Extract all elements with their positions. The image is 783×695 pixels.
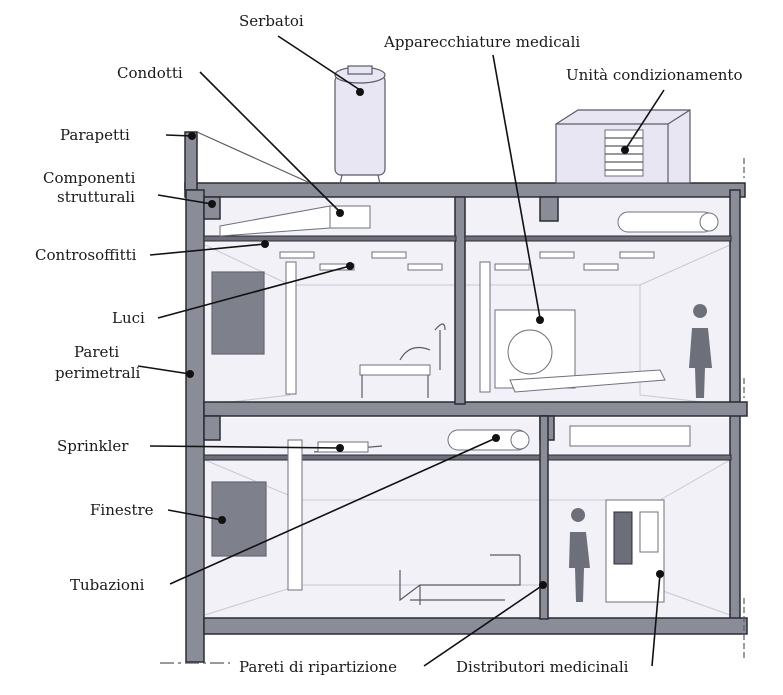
labels: Serbatoi Apparecchiature medicali Condot…	[35, 12, 742, 676]
label-sprinkler: Sprinkler	[57, 437, 129, 455]
building-illustration	[160, 65, 748, 664]
label-unita-condizionamento: Unità condizionamento	[566, 66, 742, 84]
label-condotti: Condotti	[117, 64, 183, 82]
label-pareti-line1: Pareti	[74, 343, 119, 361]
label-parapetti: Parapetti	[60, 126, 130, 144]
label-finestre: Finestre	[90, 501, 154, 519]
label-componenti-line2: strutturali	[57, 188, 135, 206]
label-tubazioni: Tubazioni	[70, 576, 145, 594]
label-componenti-line1: Componenti	[43, 169, 136, 187]
label-pareti-di-ripartizione: Pareti di ripartizione	[239, 658, 397, 676]
label-distributori-medicinali: Distributori medicinali	[456, 658, 629, 676]
label-apparecchiature-medicali: Apparecchiature medicali	[383, 33, 580, 51]
label-luci: Luci	[112, 309, 145, 327]
label-serbatoi: Serbatoi	[239, 12, 304, 30]
label-pareti-line2: perimetrali	[55, 364, 140, 382]
label-controsoffitti: Controsoffitti	[35, 246, 137, 264]
leader-lines	[137, 35, 665, 667]
